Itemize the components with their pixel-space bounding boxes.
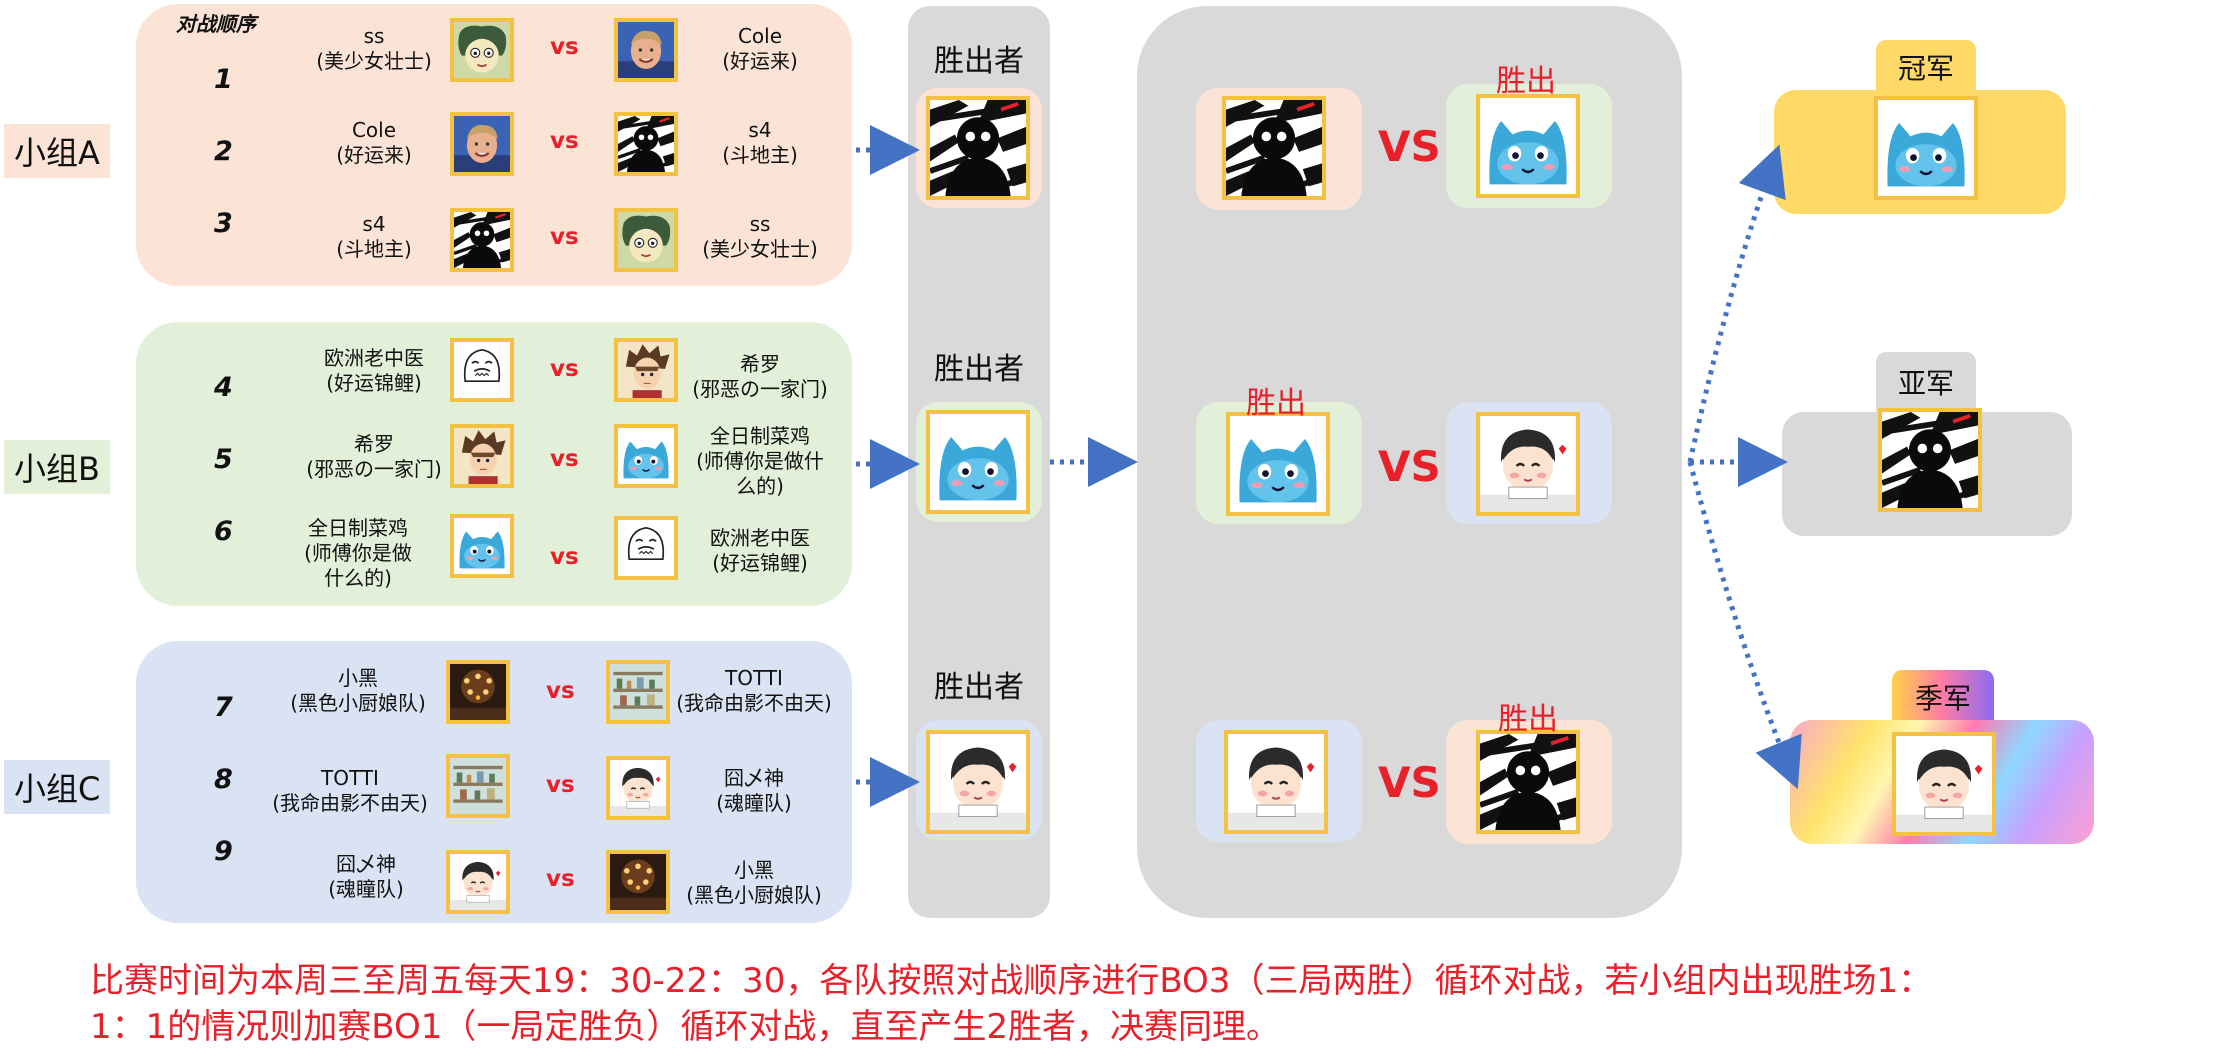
vs-label: vs [550,446,579,472]
runner-up-tab: 亚军 [1876,352,1976,412]
player-right: ss(美少女壮士) [702,212,818,261]
third-place-tab: 季军 [1892,670,1994,724]
cartoon-boy-avatar-icon [926,730,1030,834]
match-number: 2 [214,136,233,167]
shadow-figure-avatar-icon [1476,730,1580,834]
player-right: s4(斗地主) [722,118,798,167]
player-right: 欧洲老中医(好运锦鲤) [710,526,810,575]
match-number: 6 [214,516,233,547]
rules-line-2: 1：1的情况则加赛BO1（一局定胜负）循环对战，直至产生2胜者，决赛同理。 [90,1007,1281,1047]
vs-label: vs [550,544,579,570]
player-left: 欧洲老中医(好运锦鲤) [324,346,424,395]
final-vs-label: VS [1378,442,1441,491]
cartoon-boy-avatar-icon [1892,732,1996,836]
blue-cat-avatar-icon [1226,412,1330,516]
player-left: s4(斗地主) [336,212,412,261]
rules-text: 比赛时间为本周三至周五每天19：30-22：30，各队按照对战顺序进行BO3（三… [90,958,2200,1050]
match-number: 1 [214,64,233,95]
group-a-winner-title: 胜出者 [934,44,1024,79]
player-right: 希罗(邪恶の一家门) [692,352,828,401]
man-photo-avatar-icon [450,112,514,176]
champion-tab: 冠军 [1876,40,1976,92]
player-left: 希罗(邪恶の一家门) [306,432,442,481]
group-a-label: 小组A [4,124,110,178]
vs-label: vs [546,678,575,704]
player-right: 小黑(黑色小厨娘队) [686,858,822,907]
shadow-figure-avatar-icon [926,96,1030,200]
blue-cat-avatar-icon [450,514,514,578]
winner-mark: 胜出 [1246,386,1306,421]
meme-face-avatar-icon [614,516,678,580]
player-left: 全日制菜鸡(师傅你是做什么的) [304,516,412,590]
group-b-winner-title: 胜出者 [934,352,1024,387]
player-left: 囧乄神(魂瞳队) [328,852,404,901]
player-right: TOTTI(我命由影不由天) [676,666,832,715]
cartoon-boy-avatar-icon [446,850,510,914]
rules-line-1: 比赛时间为本周三至周五每天19：30-22：30，各队按照对战顺序进行BO3（三… [90,961,1933,1001]
vs-label: vs [550,128,579,154]
winner-mark: 胜出 [1496,64,1556,99]
group-c-label: 小组C [4,760,111,814]
shadow-figure-avatar-icon [1878,408,1982,512]
vs-label: vs [550,224,579,250]
player-left: 小黑(黑色小厨娘队) [290,666,426,715]
match-number: 7 [214,692,233,723]
player-right: 全日制菜鸡(师傅你是做什么的) [696,424,824,498]
blue-cat-avatar-icon [1476,94,1580,198]
cartoon-boy-avatar-icon [1224,730,1328,834]
player-right: Cole(好运来) [722,24,798,73]
chandelier-photo-avatar-icon [606,850,670,914]
match-number: 5 [214,444,233,475]
man-photo-avatar-icon [614,18,678,82]
vs-label: vs [546,866,575,892]
shadow-figure-avatar-icon [614,112,678,176]
player-left: TOTTI(我命由影不由天) [272,766,428,815]
final-vs-label: VS [1378,122,1441,171]
blue-cat-avatar-icon [614,424,678,488]
anime-boy-avatar-icon [614,338,678,402]
player-right: 囧乄神(魂瞳队) [716,766,792,815]
match-number: 8 [214,764,233,795]
arrow-to-third [1687,461,1802,790]
vs-label: vs [550,34,579,60]
ss-avatar-icon [614,208,678,272]
shelf-photo-avatar-icon [606,660,670,724]
group-b-label: 小组B [4,440,110,494]
player-left: ss(美少女壮士) [316,24,432,73]
blue-cat-avatar-icon [926,410,1030,514]
shadow-figure-avatar-icon [1222,96,1326,200]
ss-avatar-icon [450,18,514,82]
cartoon-boy-avatar-icon [1476,412,1580,516]
match-number: 4 [214,372,233,403]
vs-label: vs [550,356,579,382]
player-left: Cole(好运来) [336,118,412,167]
shelf-photo-avatar-icon [446,754,510,818]
winner-mark: 胜出 [1498,702,1558,737]
meme-face-avatar-icon [450,338,514,402]
match-order-header: 对战顺序 [176,12,256,36]
final-vs-label: VS [1378,758,1441,807]
chandelier-photo-avatar-icon [446,660,510,724]
cartoon-boy-avatar-icon [606,756,670,820]
group-c-winner-title: 胜出者 [934,670,1024,705]
blue-cat-avatar-icon [1874,96,1978,200]
match-number: 3 [214,208,233,239]
vs-label: vs [546,772,575,798]
arrow-to-champion [1687,144,1786,463]
anime-boy-avatar-icon [450,424,514,488]
match-number: 9 [214,836,233,867]
shadow-figure-avatar-icon [450,208,514,272]
